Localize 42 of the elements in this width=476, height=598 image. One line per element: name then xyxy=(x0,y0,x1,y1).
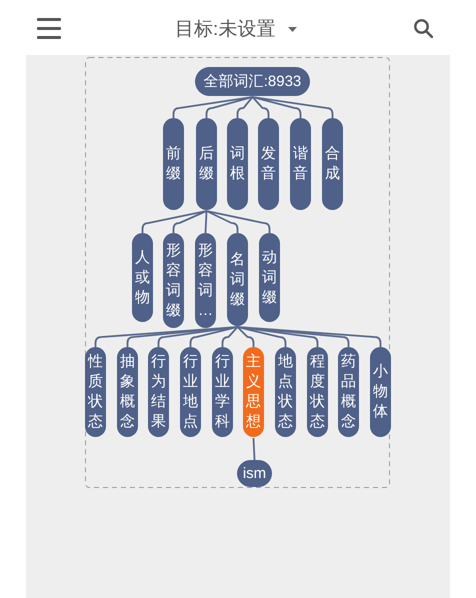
connector-line xyxy=(222,326,238,347)
vertical-pill-node: 发音 xyxy=(258,118,279,210)
vertical-pill-node: 行业学科 xyxy=(212,347,233,437)
vertical-pill-node: 形容词缀 xyxy=(163,233,184,328)
vertical-pill-node: 地点状态 xyxy=(275,347,296,437)
connector-line xyxy=(252,96,270,118)
vertical-pill-node: 动词缀 xyxy=(259,233,280,322)
connector-line xyxy=(190,326,238,347)
vertical-pill-node: 人或物 xyxy=(132,233,153,322)
vertical-pill-node: 抽象概念 xyxy=(117,347,138,437)
connector-line xyxy=(237,326,382,347)
pill-node: 全部词汇:8933 xyxy=(195,67,310,96)
connector-line xyxy=(206,210,270,233)
connector-line xyxy=(236,96,254,118)
connector-line xyxy=(236,326,254,347)
vertical-pill-node: 行业地点 xyxy=(180,347,201,437)
vertical-pill-node: 行为结果 xyxy=(148,347,169,437)
vertical-pill-node: 形容词… xyxy=(195,233,216,328)
goal-dropdown: 目标:未设置 xyxy=(175,16,298,42)
vertical-pill-node: 药品概念 xyxy=(338,347,359,437)
connector-line xyxy=(158,326,238,347)
vertical-pill-node: 前缀 xyxy=(163,118,184,210)
highlighted-pill-node: 主义思想 xyxy=(243,347,264,437)
connector-line xyxy=(237,326,318,347)
connector-line xyxy=(252,96,302,118)
connector-line xyxy=(206,210,238,233)
connector-line xyxy=(252,438,256,460)
vertical-pill-node: 性质状态 xyxy=(85,347,106,437)
connector-line xyxy=(126,326,238,347)
connector-line xyxy=(206,96,253,118)
vertical-pill-node: 谐音 xyxy=(290,118,311,210)
vertical-pill-node: 合成 xyxy=(322,118,343,210)
connector-line xyxy=(204,210,208,234)
connector-line xyxy=(172,210,207,233)
vertical-pill-node: 词根 xyxy=(227,118,248,210)
vertical-pill-node: 程度状态 xyxy=(307,347,328,437)
vertical-pill-node: 后缀 xyxy=(196,118,217,210)
vertical-pill-node: 小物体 xyxy=(370,347,391,437)
connector-line xyxy=(172,96,253,118)
vertical-pill-node: 名词缀 xyxy=(227,233,248,326)
connector-line xyxy=(237,326,286,347)
connector-line xyxy=(142,210,207,233)
